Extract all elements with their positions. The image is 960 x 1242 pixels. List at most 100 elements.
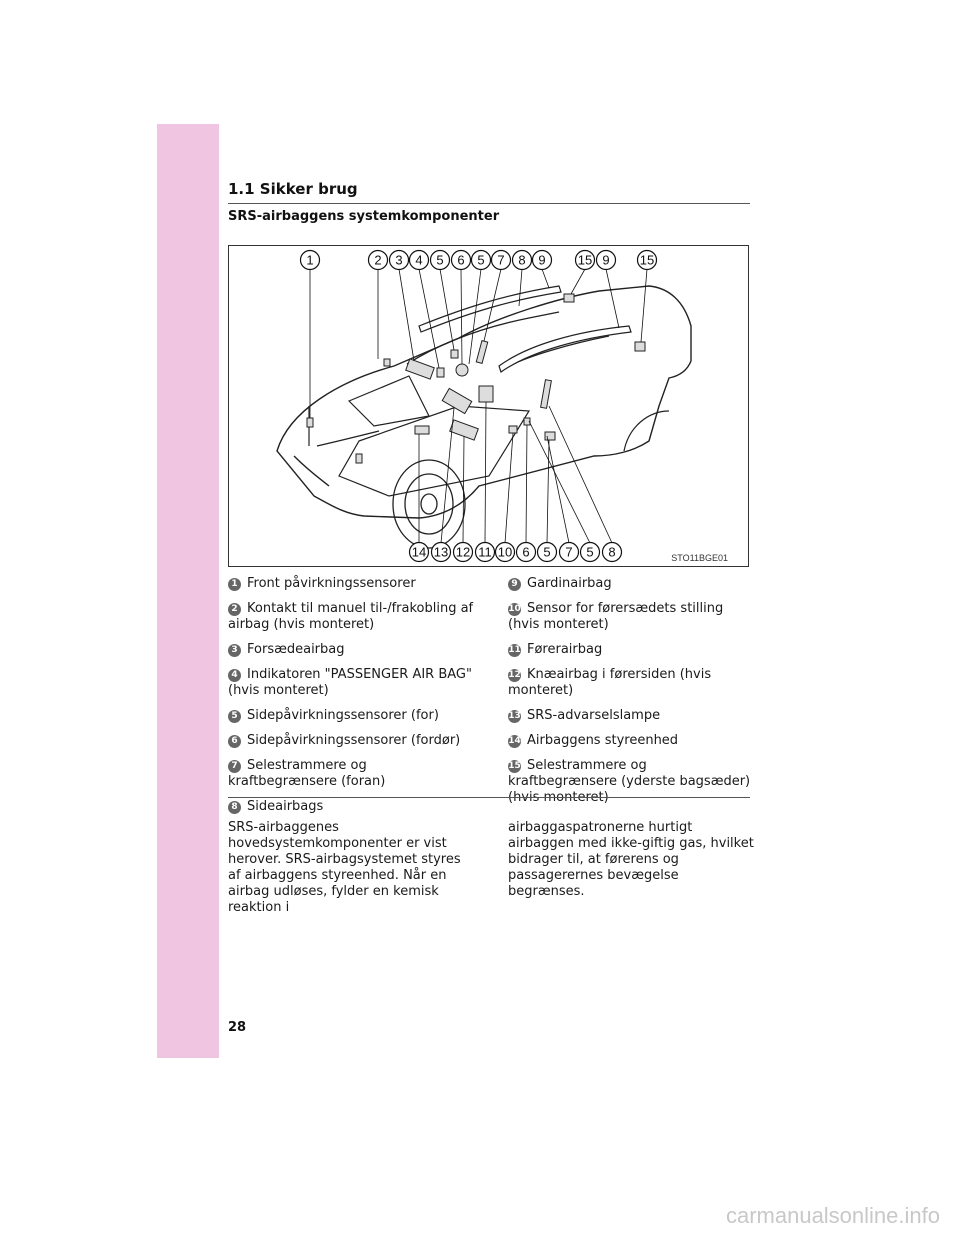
callout-8: 8	[603, 543, 622, 562]
callout-6: 6	[517, 543, 536, 562]
callout-number: 9	[538, 253, 545, 268]
section-heading: 1.1 Sikker brug	[228, 180, 750, 204]
legend-number-badge: 7	[228, 760, 241, 773]
callout-number: 15	[640, 253, 654, 268]
callout-number: 4	[415, 253, 422, 268]
legend-number-badge: 9	[508, 578, 521, 591]
callout-number: 8	[608, 545, 615, 560]
callout-number: 1	[306, 253, 313, 268]
callout-1: 1	[301, 251, 320, 270]
legend-number-badge: 13	[508, 710, 521, 723]
callout-9: 9	[533, 251, 552, 270]
legend-number-badge: 14	[508, 735, 521, 748]
legend-number-badge: 1	[228, 578, 241, 591]
legend-number-badge: 15	[508, 760, 521, 773]
callout-number: 5	[436, 253, 443, 268]
legend-text: Sidepåvirkningssensorer (for)	[247, 708, 439, 723]
legend-text: Kontakt til manuel til-/frakobling af ai…	[228, 601, 473, 632]
callout-7: 7	[560, 543, 579, 562]
callout-15: 15	[576, 251, 595, 270]
legend-item-3: 3Forsædeairbag	[228, 642, 476, 658]
callout-number: 7	[565, 545, 572, 560]
callout-11: 11	[476, 543, 495, 562]
figure-code: STO11BGE01	[671, 553, 728, 563]
callout-number: 14	[412, 545, 426, 560]
callout-number: 8	[518, 253, 525, 268]
body-text-left: SRS-airbaggenes hovedsystemkomponenter e…	[228, 820, 474, 916]
callout-number: 5	[586, 545, 593, 560]
callout-number: 7	[497, 253, 504, 268]
callout-number: 5	[543, 545, 550, 560]
legend-text: Gardinairbag	[527, 576, 612, 591]
legend-item-11: 11Førerairbag	[508, 642, 752, 658]
site-watermark: carmanualsonline.info	[726, 1203, 940, 1229]
legend-text: SRS-advarselslampe	[527, 708, 660, 723]
legend-number-badge: 10	[508, 603, 521, 616]
legend-text: Sensor for førersædets stilling (hvis mo…	[508, 601, 723, 632]
curtain-airbags	[419, 286, 631, 372]
callout-number: 9	[602, 253, 609, 268]
legend-text: Front påvirkningssensorer	[247, 576, 416, 591]
legend-number-badge: 6	[228, 735, 241, 748]
callout-13: 13	[432, 543, 451, 562]
figure-subtitle: SRS-airbaggens systemkomponenter	[228, 209, 499, 224]
callout-number: 15	[578, 253, 592, 268]
legend-text: Indikatoren "PASSENGER AIR BAG" (hvis mo…	[228, 667, 472, 698]
callout-5: 5	[431, 251, 450, 270]
callout-number: 13	[434, 545, 448, 560]
legend-text: Forsædeairbag	[247, 642, 345, 657]
callout-number: 5	[477, 253, 484, 268]
front-wheel	[393, 460, 465, 548]
callout-5: 5	[472, 251, 491, 270]
legend-text: Knæairbag i førersiden (hvis monteret)	[508, 667, 711, 698]
callout-12: 12	[454, 543, 473, 562]
callout-14: 14	[410, 543, 429, 562]
callout-5: 5	[538, 543, 557, 562]
chapter-sidebar-tab	[157, 124, 219, 1058]
section-divider	[228, 797, 750, 798]
legend-item-9: 9 Gardinairbag	[508, 576, 752, 592]
legend-item-12: 12Knæairbag i førersiden (hvis monteret)	[508, 667, 752, 699]
legend-text: Selestrammere og kraftbegrænsere (foran)	[228, 758, 385, 789]
legend-text: Sidepåvirkningssensorer (fordør)	[247, 733, 460, 748]
rear-wheel-arch	[624, 411, 669, 451]
airbag-system-illustration: 123456578915915 141312111065758 STO11BGE…	[228, 245, 749, 567]
callout-2: 2	[369, 251, 388, 270]
legend-number-badge: 2	[228, 603, 241, 616]
legend-number-badge: 8	[228, 801, 241, 814]
callout-number: 3	[395, 253, 402, 268]
callout-8: 8	[513, 251, 532, 270]
legend-text: Sideairbags	[247, 799, 323, 814]
legend-item-5: 5 Sidepåvirkningssensorer (for)	[228, 708, 476, 724]
callout-number: 2	[374, 253, 381, 268]
callout-number: 6	[522, 545, 529, 560]
legend-number-badge: 5	[228, 710, 241, 723]
legend-number-badge: 11	[508, 644, 521, 657]
callout-7: 7	[492, 251, 511, 270]
legend-number-badge: 4	[228, 669, 241, 682]
legend-item-1: 1 Front påvirkningssensorer	[228, 576, 476, 592]
legend-item-13: 13 SRS-advarselslampe	[508, 708, 752, 724]
page-number: 28	[228, 1020, 246, 1035]
legend-item-6: 6 Sidepåvirkningssensorer (fordør)	[228, 733, 476, 749]
callout-4: 4	[410, 251, 429, 270]
callout-number: 6	[457, 253, 464, 268]
callout-number: 10	[498, 545, 512, 560]
callout-number: 11	[478, 545, 492, 560]
callout-6: 6	[452, 251, 471, 270]
callout-5: 5	[581, 543, 600, 562]
legend-number-badge: 12	[508, 669, 521, 682]
body-text-right: airbaggaspatronerne hurtigt airbaggen me…	[508, 820, 754, 900]
legend-item-8: 8 Sideairbags	[228, 799, 476, 815]
